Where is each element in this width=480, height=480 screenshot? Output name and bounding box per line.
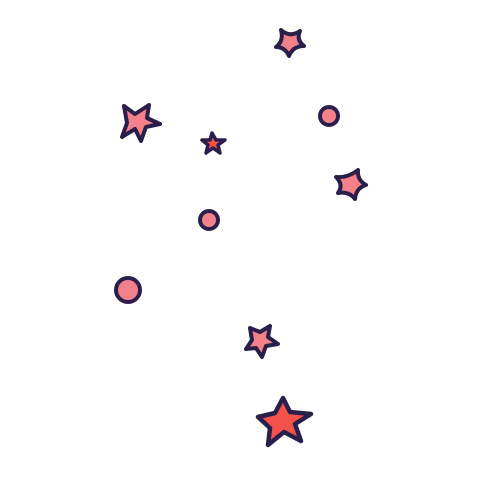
dot-icon — [314, 101, 344, 131]
dot-icon — [194, 205, 224, 235]
sparkle-icon — [269, 23, 311, 63]
star-icon — [196, 127, 231, 159]
star-icon — [115, 98, 167, 148]
star-icon — [239, 319, 285, 364]
star-icon — [251, 391, 318, 452]
dot-icon — [110, 272, 146, 308]
sparkle-icon — [329, 163, 373, 206]
